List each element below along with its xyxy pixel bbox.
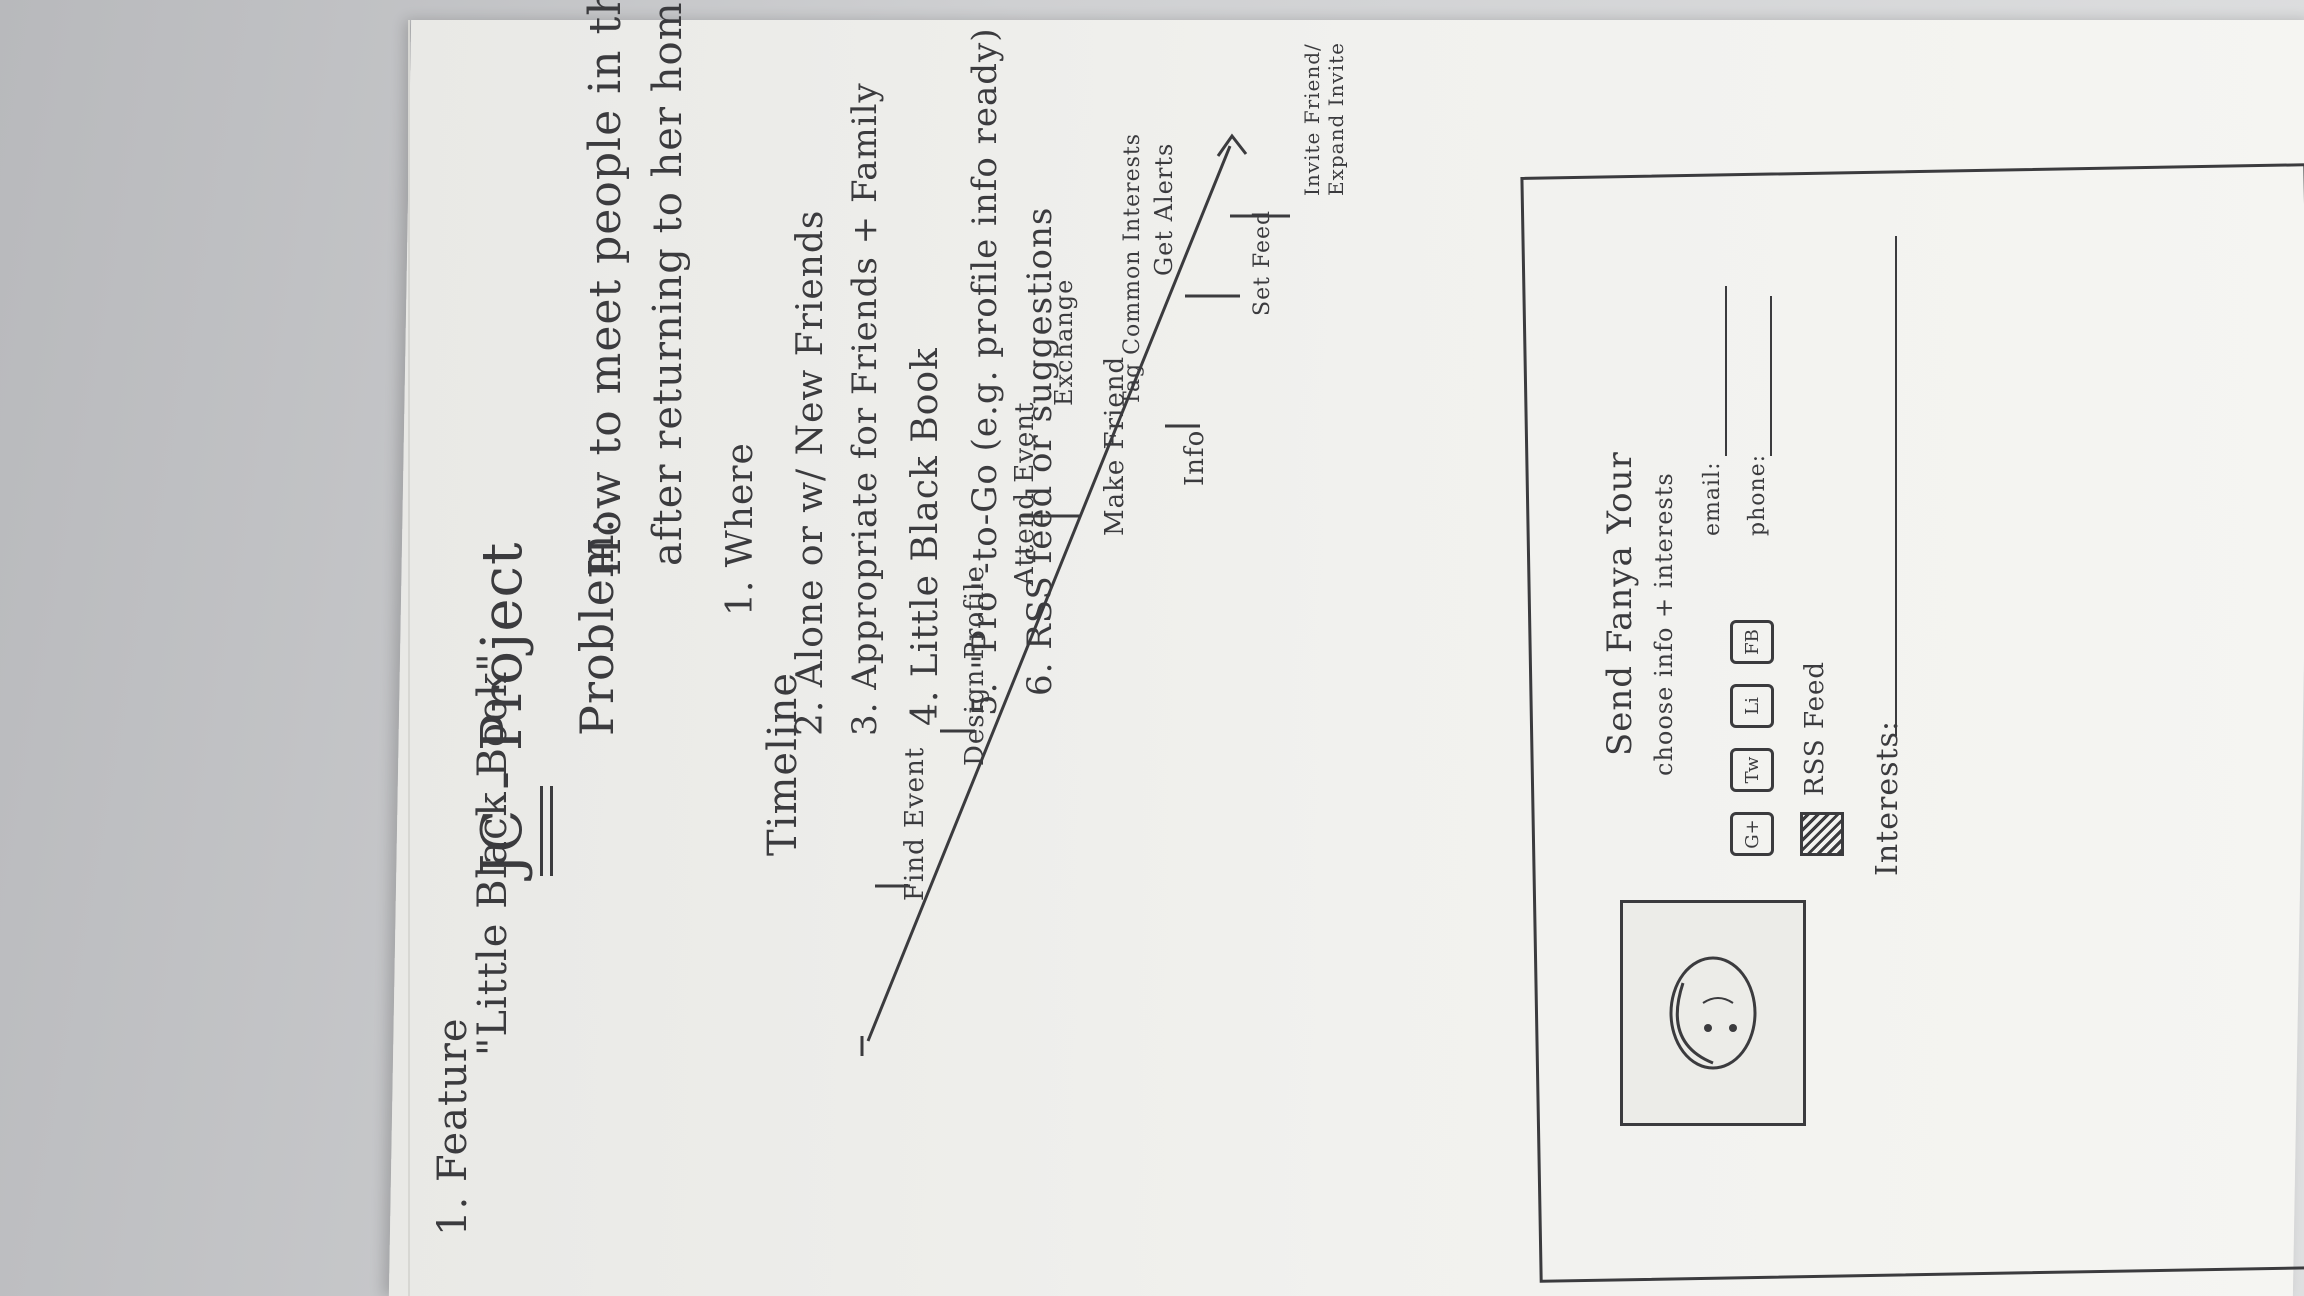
timeline-label-below: Get Alerts: [1150, 142, 1178, 276]
phone-label: phone:: [1745, 453, 1770, 536]
phone-field[interactable]: [1770, 296, 1772, 456]
timeline-label-below: Exchange: [1050, 278, 1078, 406]
timeline-label-below: Attend Event: [1010, 401, 1040, 586]
feature-name: "Little Black Book": [470, 652, 516, 1056]
rss-label: RSS Feed: [1800, 660, 1830, 796]
timeline-label-above: Set Feed: [1250, 209, 1275, 316]
interests-label: Interests:: [1870, 719, 1905, 876]
timeline-label-below: Info: [1180, 429, 1210, 486]
profile-photo: [1620, 900, 1806, 1126]
email-label: email:: [1700, 461, 1725, 536]
send-subline: choose info + interests: [1650, 472, 1678, 776]
timeline-label-above: Find Event: [900, 746, 930, 901]
timeline-label-below: Invite Friend/ Expand Invite: [1300, 42, 1348, 196]
social-icons: G+ Tw Li FB: [1730, 620, 1774, 856]
facebook-icon[interactable]: FB: [1730, 620, 1774, 664]
send-line: Send Fanya Your: [1600, 451, 1640, 756]
rss-icon[interactable]: [1800, 812, 1844, 856]
timeline-label-above: Design Profile: [960, 565, 990, 766]
timeline-label-below: Tag Common Interests: [1120, 132, 1145, 406]
gplus-icon[interactable]: G+: [1730, 812, 1774, 856]
person-portrait-icon: [1669, 956, 1757, 1070]
email-field[interactable]: [1725, 286, 1727, 456]
page-edge: [408, 20, 410, 1296]
linkedin-icon[interactable]: Li: [1730, 684, 1774, 728]
interests-field[interactable]: [1895, 236, 1897, 736]
twitter-icon[interactable]: Tw: [1730, 748, 1774, 792]
